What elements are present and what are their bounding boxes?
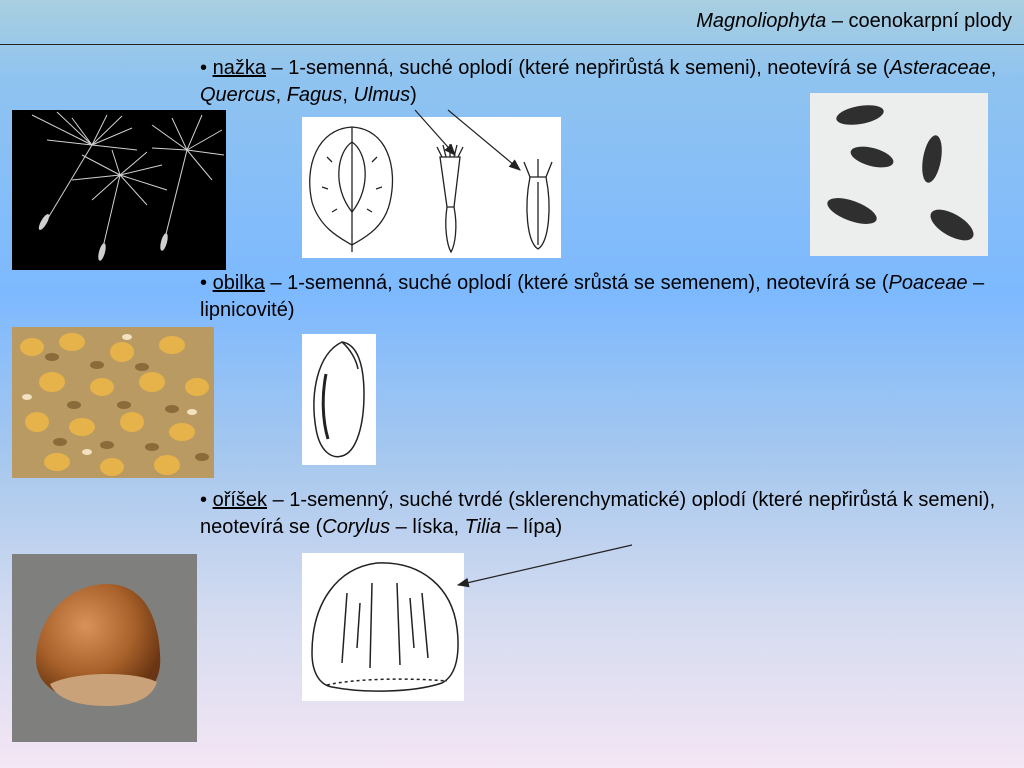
separator: , bbox=[342, 84, 354, 106]
title-divider bbox=[0, 44, 1024, 45]
taxon: Quercus bbox=[200, 84, 276, 106]
taxon: Tilia bbox=[464, 516, 502, 538]
taxon: Fagus bbox=[286, 84, 343, 106]
taxon: Poaceae bbox=[888, 272, 968, 294]
term-obilka: obilka bbox=[212, 272, 265, 294]
description: – 1-semenná, suché oplodí (které nepřirů… bbox=[265, 57, 890, 79]
dandelion-photo bbox=[12, 110, 226, 270]
hazelnut-photo bbox=[12, 554, 197, 742]
bullet-obilka: • obilka – 1-semenná, suché oplodí (kter… bbox=[200, 270, 1000, 324]
separator: , bbox=[990, 57, 997, 79]
achene-drawings bbox=[302, 117, 561, 258]
caryopsis-drawing bbox=[302, 334, 376, 465]
bullet-orisek: • oříšek – 1-semenný, suché tvrdé (skler… bbox=[200, 487, 1000, 541]
title-italic: Magnoliophyta bbox=[696, 10, 827, 32]
arrow-to-pappus-achene bbox=[414, 109, 456, 156]
description: – 1-semenný, suché tvrdé (sklerenchymati… bbox=[200, 489, 996, 538]
taxon: Ulmus bbox=[353, 84, 411, 106]
closing: – lipnicovité) bbox=[200, 272, 985, 321]
bullet-mark: • bbox=[200, 57, 208, 79]
bullet-nazka: • nažka – 1-semenná, suché oplodí (které… bbox=[200, 55, 1000, 109]
sunflower-seeds-photo bbox=[810, 93, 988, 256]
separator: – líska, bbox=[390, 516, 465, 538]
closing: ) bbox=[410, 84, 417, 106]
taxon: Corylus bbox=[322, 516, 391, 538]
arrow-to-nut bbox=[456, 544, 633, 588]
term-nazka: nažka bbox=[212, 57, 266, 79]
slide-title: Magnoliophyta – coenokarpní plody bbox=[696, 10, 1012, 33]
description: – 1-semenná, suché oplodí (které srůstá … bbox=[264, 272, 889, 294]
term-orisek: oříšek bbox=[212, 489, 268, 511]
title-rest: – coenokarpní plody bbox=[826, 10, 1012, 32]
bullet-mark: • bbox=[200, 489, 208, 511]
bullet-mark: • bbox=[200, 272, 208, 294]
taxon: Asteraceae bbox=[889, 57, 991, 79]
arrow-to-small-achene bbox=[447, 109, 521, 171]
nut-drawing bbox=[302, 553, 464, 701]
separator: , bbox=[275, 84, 287, 106]
grain-photo bbox=[12, 327, 214, 478]
closing: – lípa) bbox=[501, 516, 563, 538]
